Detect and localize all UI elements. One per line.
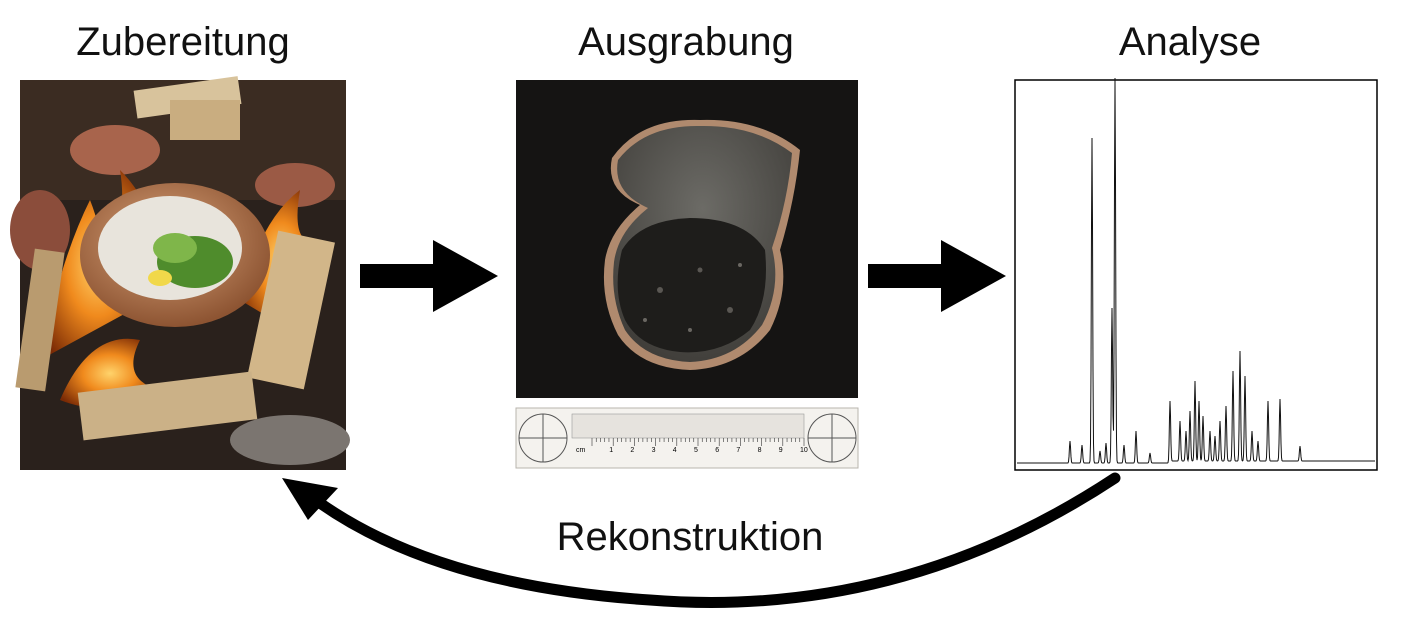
chromatogram-panel <box>1014 77 1378 471</box>
cycle-label: Rekonstruktion <box>556 515 824 559</box>
ruler-tick-label: 7 <box>736 447 740 454</box>
step-title-preparation: Zubereitung <box>76 20 290 64</box>
ruler-tick-label: 5 <box>694 447 698 454</box>
ruler-unit-label: cm <box>576 447 586 454</box>
ruler-tick-label: 9 <box>779 447 783 454</box>
arrow-right-1 <box>360 240 498 312</box>
shard-photo <box>516 80 858 398</box>
step-title-excavation: Ausgrabung <box>578 20 794 64</box>
ruler-tick-label: 1 <box>609 447 613 454</box>
ruler-tick-label: 3 <box>652 447 656 454</box>
ruler-tick-label: 8 <box>758 447 762 454</box>
reconstruction-arrow <box>282 472 1121 608</box>
cooking-photo <box>10 76 350 470</box>
ruler-tick-label: 10 <box>800 447 808 454</box>
ruler-tick-label: 6 <box>715 447 719 454</box>
ruler-tick-label: 4 <box>673 447 677 454</box>
scale-ruler: cm 1 2 3 4 5 6 7 8 9 10 <box>515 407 859 469</box>
chromatogram-trace <box>1017 77 1375 464</box>
ruler-tick-label: 2 <box>630 447 634 454</box>
arrow-right-2 <box>868 240 1006 312</box>
step-title-analysis: Analyse <box>1118 20 1262 64</box>
